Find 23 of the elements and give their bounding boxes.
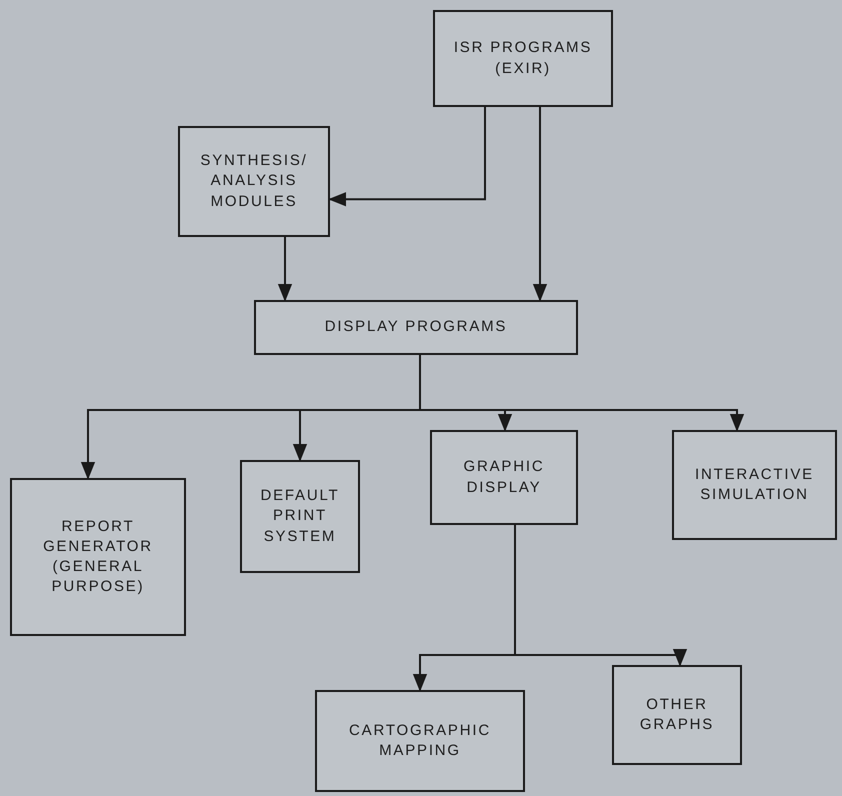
process-box bbox=[10, 478, 186, 636]
box-label: INTERACTIVE SIMULATION bbox=[694, 464, 815, 505]
arrow bbox=[532, 107, 548, 302]
box-label: DISPLAY PROGRAMS bbox=[324, 317, 508, 338]
box-label: SYNTHESIS/ ANALYSIS MODULES bbox=[199, 151, 309, 212]
process-box bbox=[672, 430, 837, 540]
arrow bbox=[278, 237, 292, 302]
arrow bbox=[328, 107, 486, 206]
process-box bbox=[315, 690, 525, 792]
process-box bbox=[433, 10, 613, 107]
box-label: OTHER GRAPHS bbox=[638, 694, 716, 735]
box-label: ISR PROGRAMS (EXIR) bbox=[452, 38, 594, 78]
box-label: GRAPHIC DISPLAY bbox=[462, 457, 546, 498]
process-box bbox=[254, 300, 578, 355]
process-box bbox=[240, 460, 360, 573]
process-box bbox=[612, 665, 742, 765]
box-label: REPORT GENERATOR (GENERAL PURPOSE) bbox=[42, 516, 154, 598]
box-label: DEFAULT PRINT SYSTEM bbox=[259, 486, 340, 547]
box-label: CARTOGRAPHIC MAPPING bbox=[348, 720, 492, 761]
arrow bbox=[514, 525, 688, 667]
process-box bbox=[430, 430, 578, 525]
process-box bbox=[178, 126, 330, 237]
arrow bbox=[419, 355, 744, 432]
